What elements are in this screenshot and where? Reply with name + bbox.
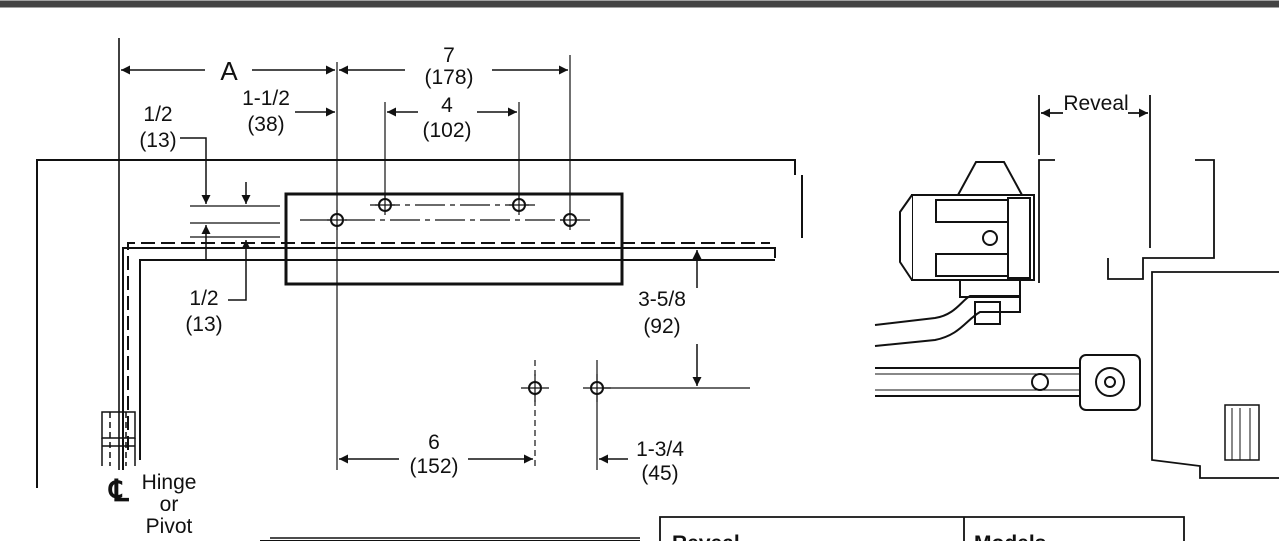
dimension-lines — [121, 65, 702, 464]
dim-1-3-4-in: 1-3/4 — [636, 438, 684, 461]
dim-1-1-2-in: 1-1/2 — [242, 87, 290, 110]
dim-6-in: 6 — [428, 431, 440, 454]
dim-a-label: A — [220, 56, 238, 86]
hole-4 — [560, 210, 580, 230]
plate-holes — [327, 195, 580, 230]
dim-4-mm: (102) — [422, 119, 471, 142]
arm-hole-1 — [521, 374, 549, 402]
dimension-labels: A 7 (178) 1-1/2 (38) 4 (102) 1/2 (13) 1/… — [139, 44, 686, 485]
dim-4-in: 4 — [441, 94, 453, 117]
hole-1 — [327, 210, 347, 230]
closer-arm — [874, 295, 1141, 411]
hinge-knuckle — [101, 411, 136, 466]
reveal-label: Reveal — [1063, 92, 1128, 115]
reveal-models-table — [260, 516, 1185, 541]
dim-3-5-8-mm: (92) — [643, 315, 680, 338]
centerline-symbol: ℄ — [107, 474, 129, 509]
dim-3-5-8-in: 3-5/8 — [638, 288, 686, 311]
hinge-line-1: Hinge — [142, 471, 197, 494]
frame-elevation — [36, 38, 803, 488]
dim-1-1-2-mm: (38) — [247, 113, 284, 136]
dim-7-mm: (178) — [424, 66, 473, 89]
reveal-detail — [1038, 95, 1279, 479]
mounting-plate — [284, 192, 624, 286]
dim-6-mm: (152) — [409, 455, 458, 478]
hinge-line-2: or — [160, 493, 179, 516]
dim-half-top-in: 1/2 — [143, 103, 172, 126]
arm-holes — [521, 374, 611, 402]
dim-half-bot-in: 1/2 — [189, 287, 218, 310]
hole-3 — [509, 195, 529, 215]
table-header-reveal: Reveal — [672, 532, 740, 541]
dim-7-in: 7 — [443, 44, 455, 67]
closer-body — [899, 161, 1035, 325]
arm-hole-2 — [583, 374, 611, 402]
dim-1-3-4-mm: (45) — [641, 462, 678, 485]
dim-half-bot-mm: (13) — [185, 313, 222, 336]
hole-2 — [375, 195, 395, 215]
table-header-models: Models — [974, 532, 1046, 541]
hinge-label: ℄ Hinge or Pivot — [107, 471, 196, 538]
dim-half-top-mm: (13) — [139, 129, 176, 152]
hinge-line-3: Pivot — [146, 515, 193, 538]
